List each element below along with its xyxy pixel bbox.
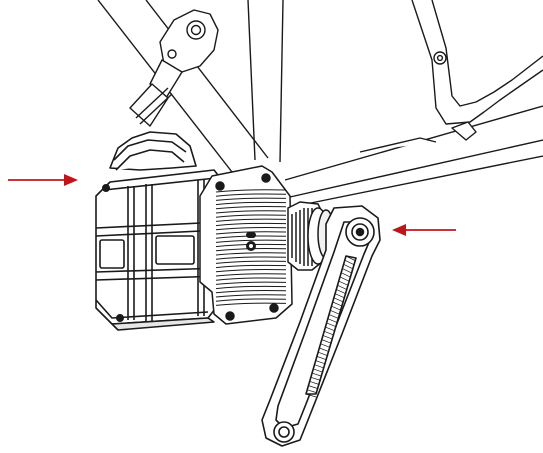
hatch-line (326, 322, 337, 328)
hatch-line (330, 310, 341, 315)
fin-line (215, 201, 287, 206)
fin-line (215, 227, 287, 231)
hatch-line (344, 259, 355, 266)
right-arrow (392, 224, 456, 236)
fin-line (215, 231, 287, 235)
fin-line (215, 197, 287, 201)
hatch-line (343, 264, 354, 270)
hatch-line (339, 276, 351, 282)
fin-line (215, 260, 287, 264)
seat-tube (247, 0, 284, 163)
hatch-line (336, 289, 347, 295)
hatch-line (320, 343, 331, 348)
fin-line (215, 285, 287, 290)
fin-line (215, 218, 287, 222)
bolt (261, 173, 271, 183)
mounting-flange (109, 131, 197, 171)
hatch-line (322, 335, 334, 340)
fin-line (215, 206, 287, 210)
hatch-line (308, 385, 319, 390)
hatch-line (331, 305, 342, 311)
hatch-line (345, 255, 357, 262)
hatch-line (321, 339, 332, 344)
motor-housing (95, 131, 223, 331)
bolt (225, 311, 235, 321)
cooling-fins (215, 189, 287, 306)
fin-line (215, 281, 287, 285)
crank-arm (261, 205, 381, 447)
hatch-line (309, 381, 320, 385)
fin-line (215, 189, 287, 193)
heatsink-plate (199, 165, 293, 325)
bolt (215, 181, 225, 191)
hatch-line (328, 314, 340, 320)
hatch-line (311, 372, 323, 377)
hatch-line (316, 356, 328, 361)
fin-line (215, 294, 287, 298)
hatch-line (342, 268, 353, 274)
fin-line (215, 210, 287, 214)
fin-line (215, 290, 287, 294)
fin-line (215, 269, 287, 273)
chain-stay (284, 105, 543, 207)
hatch-line (341, 272, 352, 278)
hatch-line (310, 376, 321, 381)
fin-line (215, 239, 287, 243)
hatch-line (327, 318, 338, 324)
rear-dropout (359, 0, 543, 153)
hatch-line (314, 364, 325, 369)
hatch-line (305, 393, 317, 398)
fin-line (215, 277, 287, 281)
plate-bolts (215, 173, 279, 321)
fin-line (215, 252, 287, 256)
fin-line (215, 256, 287, 260)
fin-line (215, 302, 287, 306)
slot-hatching (305, 255, 357, 398)
left-arrow (8, 174, 78, 186)
hatch-line (338, 280, 349, 287)
hatch-line (325, 326, 336, 332)
frame-lug (129, 9, 219, 127)
fin-line (215, 214, 287, 218)
hatch-line (315, 360, 326, 365)
hatch-line (332, 301, 343, 307)
hatch-line (318, 351, 329, 357)
brand-logo-mark (246, 232, 256, 251)
fin-line (215, 222, 287, 227)
hatch-line (307, 389, 318, 394)
hatch-line (337, 284, 348, 291)
bolt (269, 303, 279, 313)
fin-line (215, 298, 287, 302)
fin-line (215, 264, 287, 269)
bike-frame (97, 0, 543, 207)
bolt (102, 184, 111, 193)
bolt (116, 313, 125, 322)
hatch-line (334, 293, 346, 299)
hatch-line (333, 297, 345, 303)
hatch-line (324, 330, 335, 336)
hatch-line (313, 368, 324, 373)
fin-line (215, 193, 287, 197)
hatch-line (319, 347, 330, 352)
fin-line (215, 273, 287, 277)
